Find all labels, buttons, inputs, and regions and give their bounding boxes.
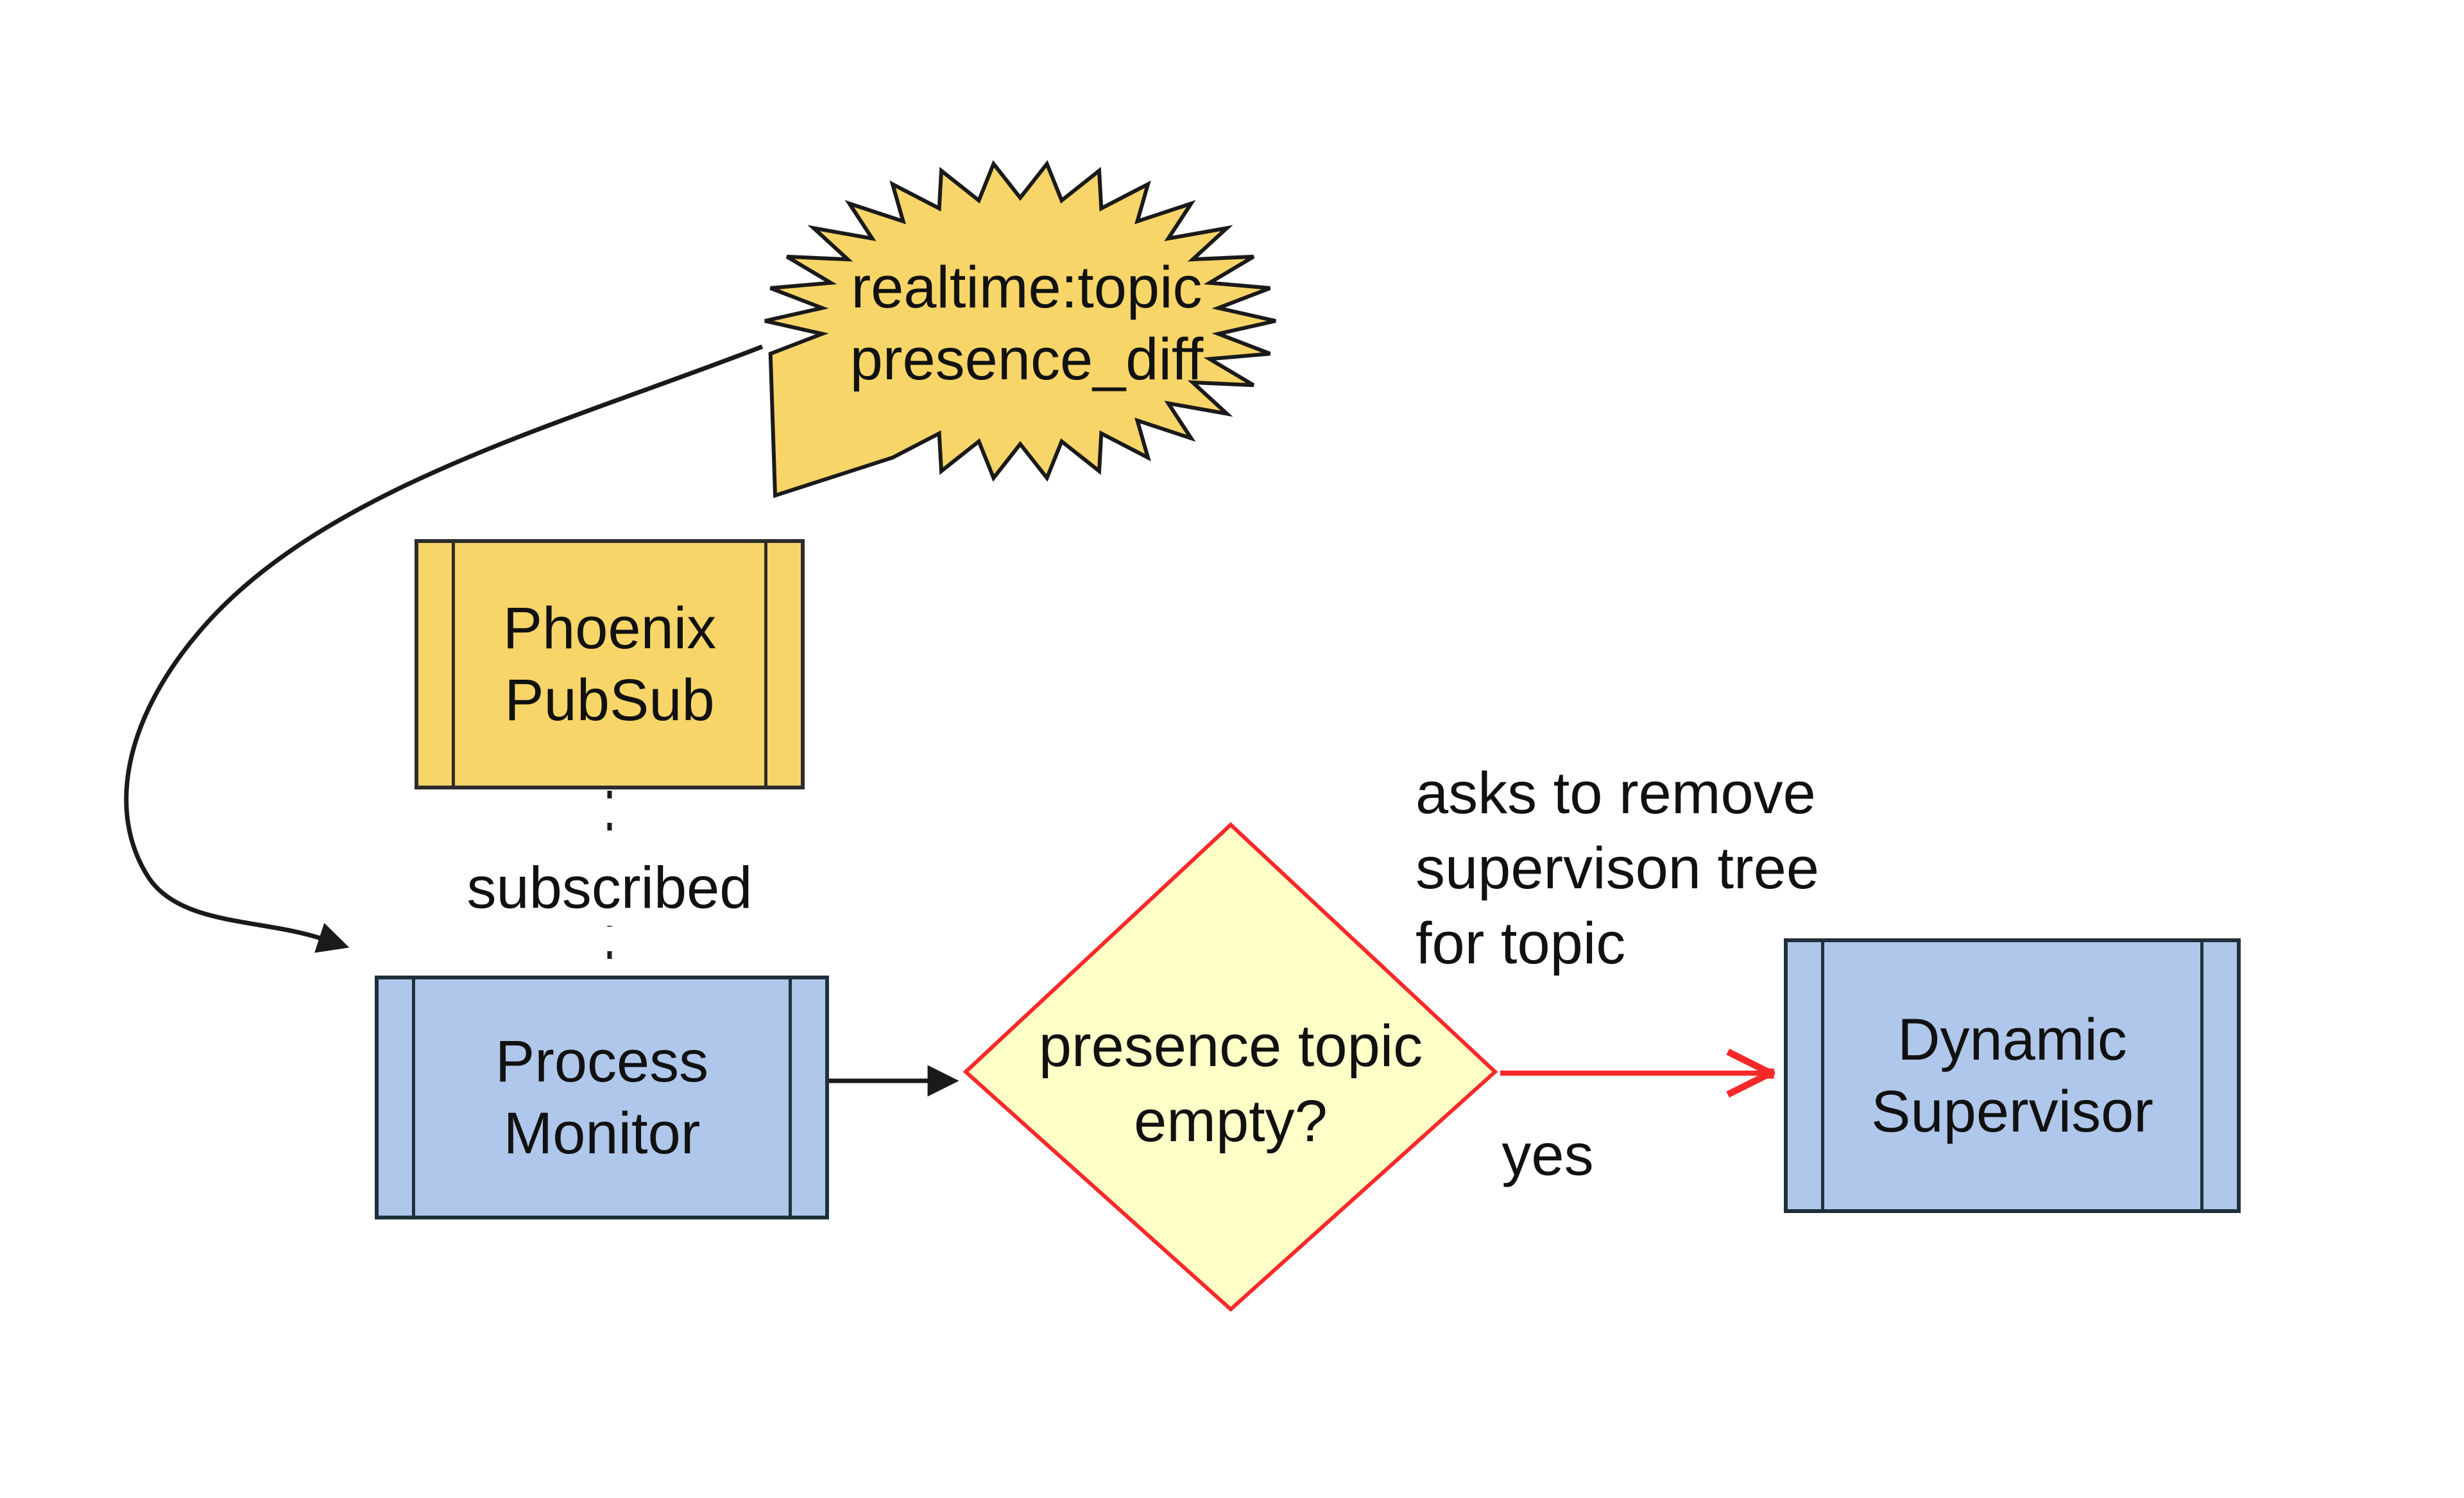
dynamic-supervisor-label-line1: Dynamic bbox=[1897, 1007, 2127, 1072]
component-stripe-left bbox=[452, 543, 455, 786]
burst-label-line2: presence_diff bbox=[850, 327, 1204, 392]
dynamic-supervisor-label-line2: Supervisor bbox=[1871, 1079, 2153, 1144]
component-stripe-right bbox=[764, 543, 767, 786]
component-stripe-right bbox=[789, 979, 792, 1216]
component-stripe-right bbox=[2200, 942, 2203, 1209]
process-monitor-label-line1: Process bbox=[495, 1029, 709, 1094]
phoenix-pubsub-label-line1: Phoenix bbox=[502, 596, 717, 661]
burst-bubble bbox=[764, 160, 1276, 499]
decision-diamond bbox=[963, 822, 1498, 1313]
burst-label-line1: realtime:topic bbox=[851, 255, 1202, 320]
subscribed-label: subscribed bbox=[456, 850, 763, 926]
yes-label: yes bbox=[1502, 1122, 1594, 1188]
supervision-annotation-line2: supervison tree bbox=[1416, 836, 1819, 901]
process-monitor-label: Process Monitor bbox=[495, 1026, 708, 1169]
decision-label-line1: presence topic bbox=[1038, 1013, 1423, 1079]
supervision-annotation: asks to remove supervison tree for topic bbox=[1416, 756, 1819, 981]
burst-to-monitor-arrow bbox=[124, 344, 764, 953]
decision-label: presence topic empty? bbox=[1006, 1009, 1455, 1159]
process-monitor-label-line2: Monitor bbox=[503, 1101, 701, 1166]
component-stripe-left bbox=[1821, 942, 1824, 1209]
decision-label-line2: empty? bbox=[1134, 1089, 1328, 1154]
phoenix-pubsub-node: Phoenix PubSub bbox=[415, 539, 805, 789]
phoenix-pubsub-label: Phoenix PubSub bbox=[503, 592, 716, 736]
burst-label: realtime:topic presence_diff bbox=[802, 252, 1251, 395]
supervision-annotation-line1: asks to remove bbox=[1416, 761, 1816, 826]
process-monitor-node: Process Monitor bbox=[375, 976, 829, 1219]
component-stripe-left bbox=[412, 979, 415, 1216]
supervision-annotation-line3: for topic bbox=[1416, 911, 1626, 976]
dynamic-supervisor-node: Dynamic Supervisor bbox=[1784, 938, 2241, 1213]
phoenix-pubsub-label-line2: PubSub bbox=[504, 667, 715, 733]
dynamic-supervisor-label: Dynamic Supervisor bbox=[1871, 1004, 2153, 1148]
